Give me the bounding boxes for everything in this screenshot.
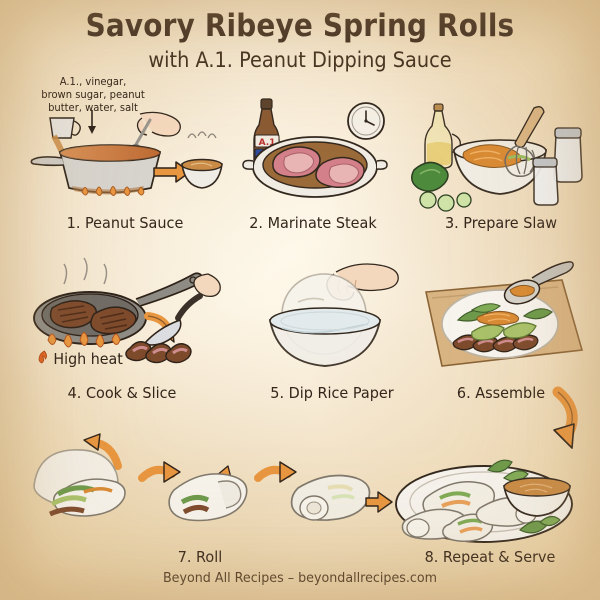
bottle-label-text: A.1: [259, 138, 276, 148]
roll-arrow-1: [138, 461, 181, 483]
step-4-illustration: [22, 257, 222, 374]
ingredients-line-3: butter, water, salt: [48, 102, 138, 114]
salt-shaker: [553, 127, 583, 183]
step-5-label: 5. Dip Rice Paper: [270, 384, 394, 402]
step-5-illustration: [252, 258, 412, 374]
spoon: [503, 261, 574, 305]
carrot-slaw: [462, 144, 522, 168]
avocado: [50, 495, 87, 507]
cucumber-slice-2: [437, 194, 455, 212]
page-title: Savory Ribeye Spring Rolls: [85, 8, 515, 44]
spring-rolls: [401, 481, 539, 543]
step-1-label: 1. Peanut Sauce: [66, 214, 184, 232]
roll-stage-3: [290, 474, 371, 521]
sauce-bowl: [181, 131, 223, 189]
shaker-cap: [532, 157, 558, 168]
dipping-sauce-bowl: [503, 477, 571, 517]
hand-with-knife: [142, 273, 221, 346]
cucumber-slice-1: [419, 191, 437, 209]
grill-marks: [99, 312, 128, 330]
roll-stage-1: [33, 449, 126, 517]
step-6-label: 6. Assemble: [456, 384, 546, 402]
pour-arrow-head: [88, 126, 96, 134]
steam: [63, 257, 108, 285]
cabbage-strands: [507, 154, 531, 162]
avocado-slices: [471, 322, 537, 341]
grill-marks: [57, 305, 89, 323]
seared-steak-2: [90, 306, 137, 335]
pan-handle: [30, 156, 65, 167]
roll-stage-2: [168, 473, 248, 522]
shaker-cap: [554, 127, 582, 139]
steak: [48, 506, 85, 517]
peanut-sauce: [503, 477, 571, 497]
marinating-dish: [242, 136, 388, 198]
high-heat-annotation: High heat: [38, 350, 123, 368]
knife-handle: [175, 293, 203, 321]
step-2-label: 2. Marinate Steak: [249, 214, 377, 232]
pepper-shaker: [532, 157, 559, 206]
step-6-illustration: [412, 258, 590, 374]
herb-garnish: [486, 459, 561, 534]
step-arrow-right: [153, 161, 191, 183]
steak-slices: [452, 334, 539, 353]
saucepan: [30, 144, 162, 195]
burner-flames: [47, 332, 121, 348]
high-heat-label: High heat: [53, 350, 123, 368]
greens: [456, 303, 553, 322]
step-7-illustration: [22, 432, 393, 540]
roll-arrow-2: [254, 461, 297, 483]
step-2-illustration: A.1: [233, 95, 393, 207]
ribeye-steak-1: [272, 146, 321, 178]
roll-arrow-up: [83, 433, 122, 470]
page-subtitle: with A.1. Peanut Dipping Sauce: [148, 48, 452, 72]
whisk-handle: [514, 106, 545, 149]
step-1-illustration: [30, 108, 223, 208]
steam: [187, 131, 217, 139]
step-4-label: 4. Cook & Slice: [67, 384, 177, 402]
slaw: [83, 487, 113, 494]
step-3-illustration: [411, 100, 590, 212]
ingredients-annotation: A.1., vinegar, brown sugar, peanut butte…: [22, 76, 165, 115]
step-7-label: 7. Roll: [177, 548, 223, 566]
burner-flames: [81, 186, 145, 196]
flame-icon: [38, 350, 47, 364]
cucumber: [411, 161, 472, 212]
spoon-handle: [531, 261, 574, 287]
skillet: [33, 272, 204, 345]
step-3-label: 3. Prepare Slaw: [444, 214, 558, 232]
wall-clock: [347, 102, 385, 140]
oil-cruet: [424, 103, 461, 169]
wrapper-flap: [217, 480, 242, 509]
roll-arrow-3: [365, 491, 393, 513]
ribeye-steak-2: [315, 156, 365, 189]
oil: [427, 142, 451, 165]
arrow-to-step-8: [524, 386, 594, 456]
water-bowl: [268, 307, 382, 367]
step-8-illustration: [392, 434, 582, 546]
sliced-steak: [125, 341, 192, 364]
ingredients-line-1: A.1., vinegar,: [59, 76, 127, 88]
cucumber-slice-3: [456, 192, 472, 208]
step-8-label: 8. Repeat & Serve: [424, 548, 556, 566]
slaw-bowl: [452, 139, 548, 195]
slaw-topping: [476, 310, 520, 326]
ingredients-line-2: brown sugar, peanut: [41, 89, 145, 101]
footer-credit: Beyond All Recipes – beyondallrecipes.co…: [162, 570, 438, 586]
whisk-handle: [132, 118, 152, 150]
